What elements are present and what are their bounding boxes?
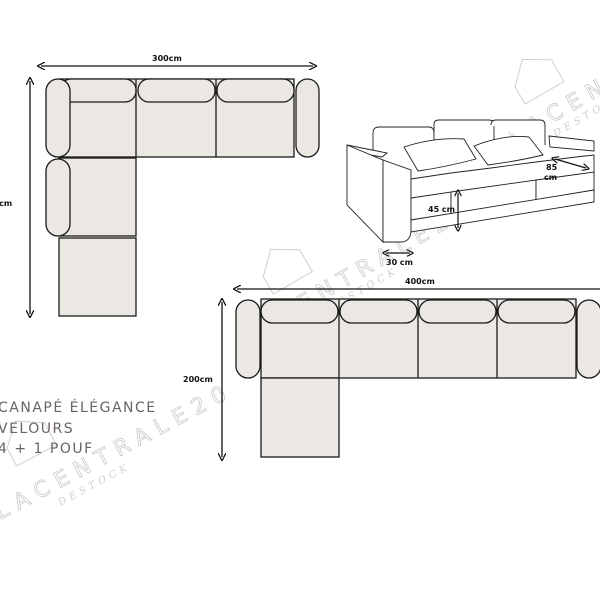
bottom-width-label: 400cm bbox=[405, 277, 435, 286]
back-cushion bbox=[418, 299, 497, 324]
chaise-longue bbox=[260, 377, 340, 458]
bottom-depth-label: 200cm bbox=[183, 375, 213, 384]
back-cushion bbox=[339, 299, 418, 324]
back-cushion bbox=[260, 299, 339, 324]
sofa-perspective bbox=[346, 119, 595, 253]
product-title-line1: CANAPÉ ÉLÉGANCE bbox=[0, 400, 157, 416]
bottom-sofa-plan bbox=[222, 289, 600, 457]
top-width-label: 300cm bbox=[152, 54, 182, 63]
pouf bbox=[58, 237, 137, 317]
pillow bbox=[403, 138, 477, 172]
corner-seat bbox=[58, 157, 137, 237]
seat-height-label: 45 cm bbox=[428, 205, 455, 214]
pillow bbox=[473, 135, 544, 166]
armrest bbox=[295, 78, 320, 158]
armrest bbox=[576, 299, 600, 379]
arm-width-label: 30 cm bbox=[386, 258, 413, 267]
top-sofa-plan bbox=[30, 66, 320, 317]
seat-depth-label: 85 bbox=[546, 163, 558, 172]
back-cushion bbox=[59, 78, 137, 103]
armrest bbox=[45, 158, 71, 237]
back-cushion bbox=[497, 299, 576, 324]
armrest bbox=[45, 78, 71, 158]
back-cushion bbox=[137, 78, 216, 103]
product-title-line3: 4 + 1 POUF bbox=[0, 441, 94, 457]
top-depth-label: 80cm bbox=[0, 199, 12, 208]
seat-depth-unit: cm bbox=[544, 173, 557, 182]
armrest bbox=[235, 299, 261, 379]
back-cushion bbox=[216, 78, 295, 103]
product-title-line2: VELOURS bbox=[0, 421, 75, 437]
